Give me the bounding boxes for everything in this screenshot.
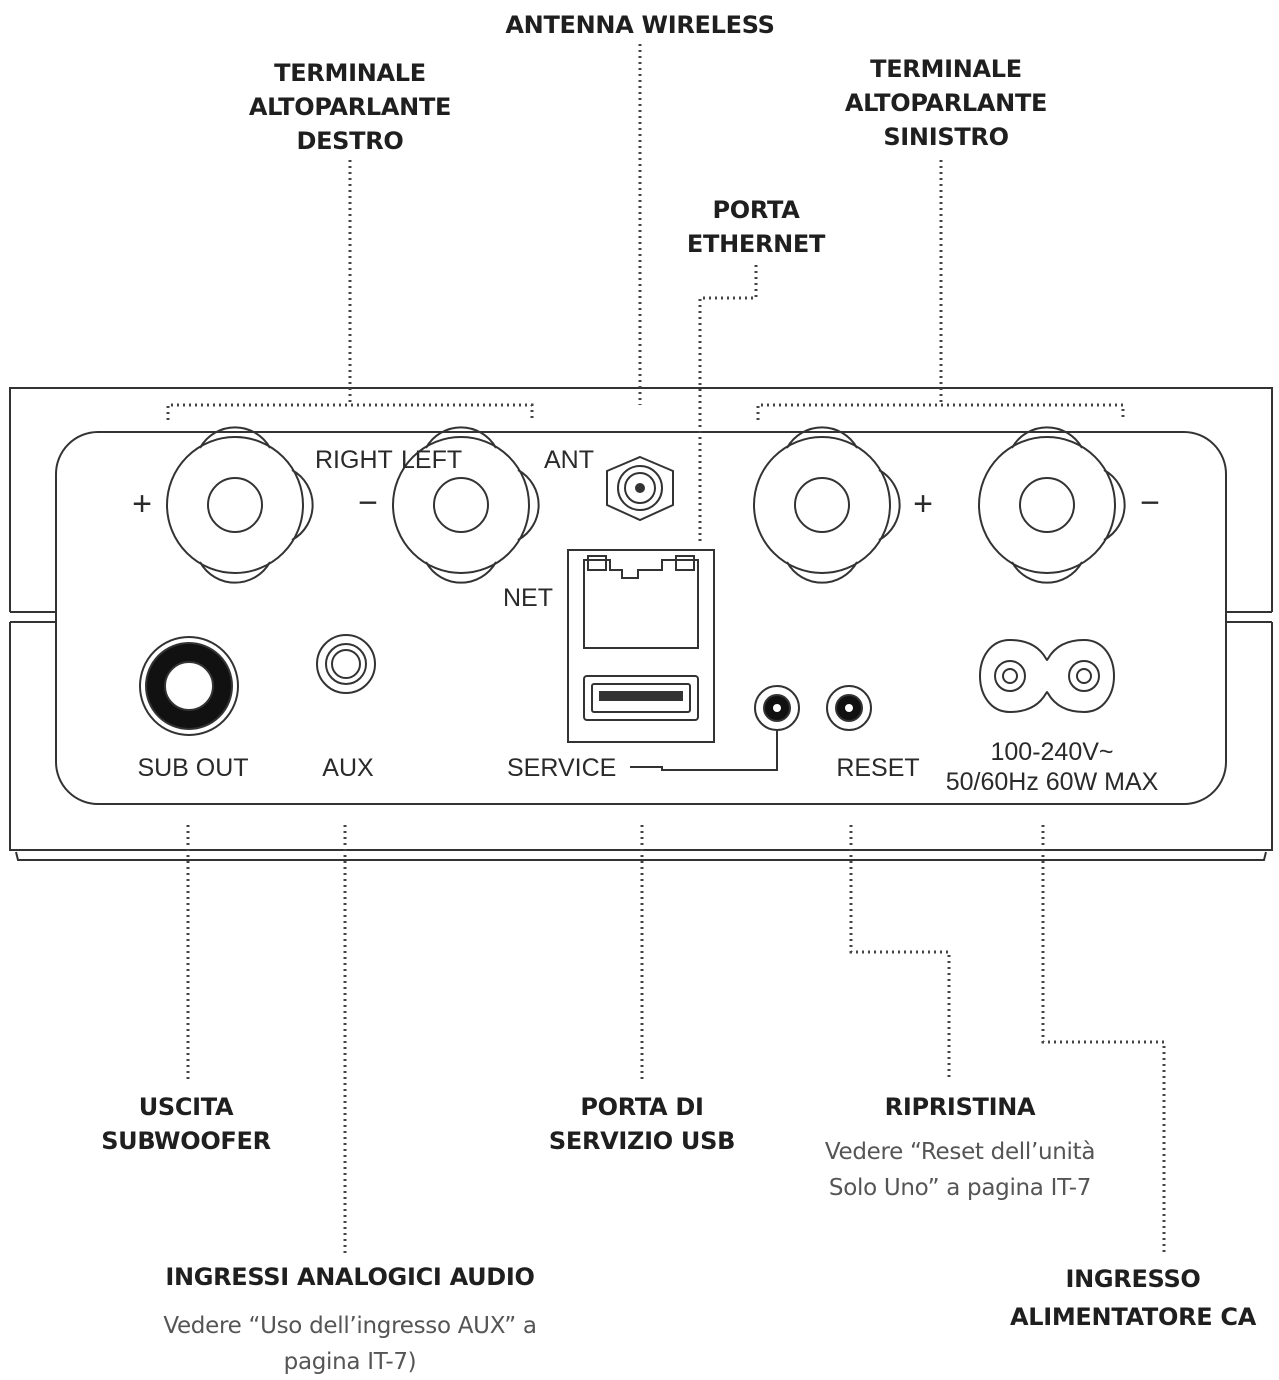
label-plus-left: + xyxy=(913,485,933,523)
label-power-rating-1: 100-240V~ xyxy=(990,738,1113,766)
callout-left-terminal: TERMINALE ALTOPARLANTE SINISTRO xyxy=(844,55,1048,151)
callout-right-terminal: TERMINALE ALTOPARLANTE DESTRO xyxy=(248,59,452,155)
callout-analog-inputs: INGRESSI ANALOGICI AUDIO xyxy=(165,1263,535,1291)
label-left: LEFT xyxy=(401,446,462,474)
sub-out-jack xyxy=(139,636,239,736)
callout-reset: RIPRISTINA xyxy=(884,1093,1036,1121)
leader-lines xyxy=(166,44,1166,1255)
label-minus-right: − xyxy=(358,484,378,522)
label-ant: ANT xyxy=(544,446,594,474)
connector-panel xyxy=(55,431,1227,805)
usb-port xyxy=(583,675,699,721)
label-sub-out: SUB OUT xyxy=(137,754,248,782)
reset-button xyxy=(826,685,872,731)
note-reset: Vedere “Reset dell’unità Solo Uno” a pag… xyxy=(824,1139,1096,1201)
label-service: SERVICE xyxy=(507,754,616,782)
callout-antenna: ANTENNA WIRELESS xyxy=(505,11,775,39)
label-minus-left: − xyxy=(1140,484,1160,522)
label-aux: AUX xyxy=(322,754,374,782)
label-reset: RESET xyxy=(836,754,919,782)
label-net: NET xyxy=(503,584,553,612)
ac-power-inlet xyxy=(979,638,1115,714)
callout-ethernet: PORTA ETHERNET xyxy=(686,196,826,258)
service-leader xyxy=(630,730,778,771)
right-plus-terminal xyxy=(166,426,314,584)
label-power-rating-2: 50/60Hz 60W MAX xyxy=(946,768,1159,796)
antenna-connector xyxy=(606,455,674,522)
left-plus-terminal xyxy=(753,426,901,584)
left-minus-terminal xyxy=(978,426,1126,584)
callout-power: INGRESSO ALIMENTATORE CA xyxy=(1009,1265,1257,1331)
device-base xyxy=(15,851,1267,861)
callout-usb: PORTA DI SERVIZIO USB xyxy=(548,1093,736,1155)
device-body-upper xyxy=(9,387,1273,612)
label-right: RIGHT xyxy=(315,446,393,474)
aux-jack xyxy=(316,634,376,694)
ethernet-port xyxy=(567,549,715,743)
service-button xyxy=(754,685,800,731)
label-plus-right: + xyxy=(132,485,152,523)
note-analog-inputs: Vedere “Uso dell’ingresso AUX” a pagina … xyxy=(163,1313,537,1375)
callout-subwoofer: USCITA SUBWOOFER xyxy=(101,1093,271,1155)
right-minus-terminal xyxy=(392,426,540,584)
